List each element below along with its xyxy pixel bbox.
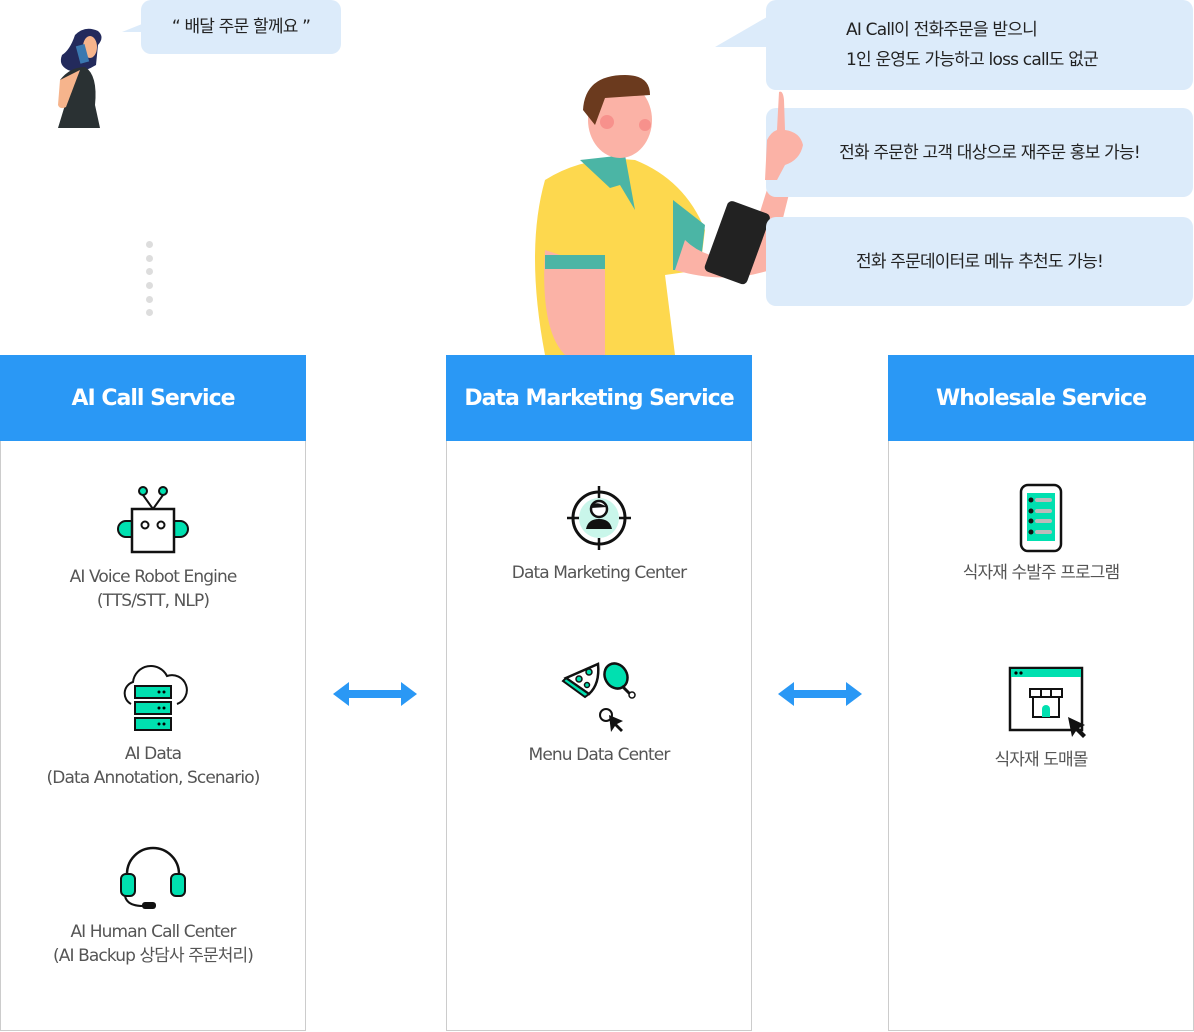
service-item-label: Menu Data Center: [528, 745, 671, 765]
service-item-label: Data Marketing Center: [511, 563, 687, 583]
pointing-hand-icon: [765, 91, 803, 180]
service-item: Menu Data Center: [447, 660, 751, 767]
bidirectional-arrow-icon: [778, 682, 862, 706]
service-item-label: 식자재 수발주 프로그램: [962, 563, 1120, 583]
service-item: 식자재 도매몰: [889, 665, 1193, 772]
bubble-tail: [122, 14, 142, 32]
store-owner-illustration: [535, 75, 790, 355]
ai-call-service-panel: AI Call Service AI Voice Robot Engine (T…: [0, 355, 306, 1031]
food-click-icon: [561, 662, 636, 732]
bubble-tail: [715, 17, 767, 47]
target-person-icon: [567, 486, 631, 550]
bidirectional-arrow-icon: [333, 682, 417, 706]
panel-title: Data Marketing Service: [446, 355, 752, 441]
owner-speech-bubble-3: 전화 주문데이터로 메뉴 추천도 가능!: [766, 217, 1193, 306]
bubble-line: 1인 운영도 가능하고 loss call도 없군: [846, 50, 1099, 70]
wholesale-service-panel: Wholesale Service 식자재 수발주 프로그램 식자재 도매몰: [888, 355, 1194, 1031]
headset-icon: [120, 846, 186, 909]
panel-title: Wholesale Service: [888, 355, 1194, 441]
web-store-icon: [1008, 666, 1086, 738]
service-item: 식자재 수발주 프로그램: [889, 483, 1193, 585]
mobile-list-icon: [1019, 483, 1063, 553]
customer-speech-bubble: “ 배달 주문 할께요 ”: [141, 0, 341, 54]
service-item: Data Marketing Center: [447, 483, 751, 585]
service-item-label: AI Voice Robot Engine (TTS/STT, NLP): [69, 567, 238, 611]
service-item-label: AI Data (Data Annotation, Scenario): [46, 744, 261, 788]
customer-on-phone-illustration: [58, 28, 102, 128]
service-item-label: 식자재 도매몰: [994, 750, 1089, 770]
cloud-server-icon: [123, 665, 188, 731]
service-item: AI Voice Robot Engine (TTS/STT, NLP): [1, 485, 305, 613]
service-item: AI Data (Data Annotation, Scenario): [1, 662, 305, 790]
data-marketing-service-panel: Data Marketing Service Data Marketing Ce…: [446, 355, 752, 1031]
robot-icon: [117, 486, 189, 554]
service-item-label: AI Human Call Center (AI Backup 상담사 주문처리…: [53, 922, 254, 966]
owner-speech-bubble-1: AI Call이 전화주문을 받으니 1인 운영도 가능하고 loss call…: [766, 0, 1193, 90]
owner-speech-bubble-2: 전화 주문한 고객 대상으로 재주문 홍보 가능!: [766, 108, 1193, 197]
service-item: AI Human Call Center (AI Backup 상담사 주문처리…: [1, 840, 305, 968]
panel-title: AI Call Service: [0, 355, 306, 441]
bubble-line: AI Call이 전화주문을 받으니: [846, 20, 1038, 40]
